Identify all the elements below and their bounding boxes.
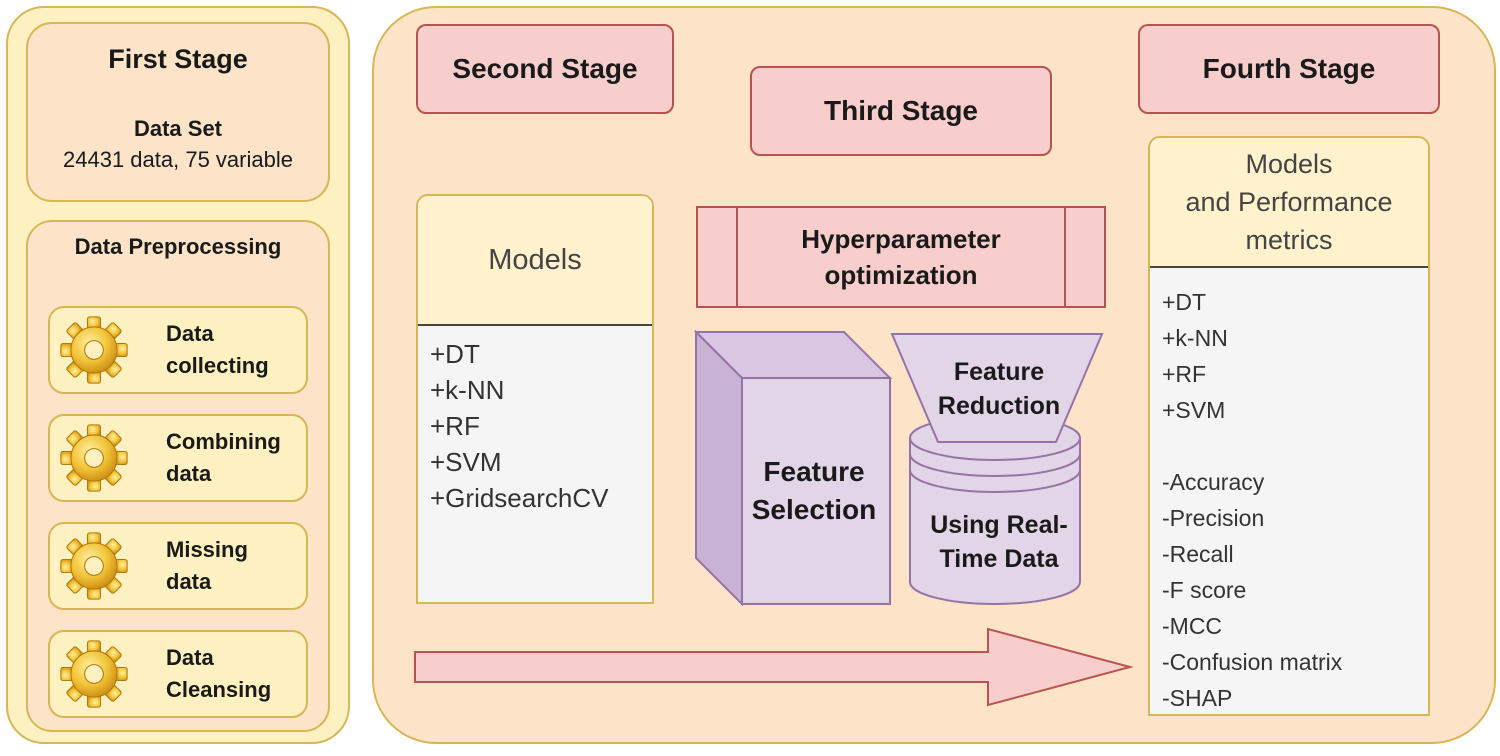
metrics-card-title: Models and Performance metrics (1150, 138, 1428, 268)
process-divider (1064, 208, 1066, 306)
dataset-description: 24431 data, 75 variable (63, 147, 293, 172)
list-item: +RF (1162, 361, 1207, 387)
feature-reduction-funnel (890, 333, 1104, 443)
list-item: +RF (430, 411, 480, 441)
flow-arrow (414, 627, 1134, 707)
feature-selection-cube (694, 330, 893, 607)
fourth-stage-title: Fourth Stage (1138, 24, 1440, 114)
metrics-models-list: +DT +k-NN +RF +SVM (1162, 284, 1228, 428)
feature-shapes (694, 330, 1104, 607)
list-item: -Precision (1162, 505, 1265, 531)
gear-icon (58, 638, 130, 710)
models-card-title: Models (418, 196, 652, 326)
list-item: -MCC (1162, 613, 1223, 639)
list-item: +GridsearchCV (430, 483, 609, 513)
list-item: -Confusion matrix (1162, 649, 1343, 675)
list-item: -SHAP (1162, 685, 1233, 711)
list-item: +k-NN (430, 375, 505, 405)
list-item: +SVM (430, 447, 502, 477)
list-item: -F score (1162, 577, 1247, 603)
models-list: +DT +k-NN +RF +SVM +GridsearchCV (430, 336, 608, 516)
gear-icon (58, 422, 130, 494)
first-stage-title: First Stage (108, 44, 248, 74)
list-item: +DT (430, 339, 480, 369)
models-and-metrics-card: Models and Performance metrics +DT +k-NN… (1148, 136, 1430, 716)
real-time-data-label: Using Real-Time Data (930, 511, 1068, 573)
third-stage-title: Third Stage (750, 66, 1052, 156)
list-item: -Recall (1162, 541, 1234, 567)
list-item: +k-NN (1162, 325, 1228, 351)
list-item: +DT (1162, 289, 1207, 315)
list-item: -Accuracy (1162, 469, 1265, 495)
performance-metrics-list: -Accuracy -Precision -Recall -F score -M… (1162, 464, 1343, 714)
process-divider (736, 208, 738, 306)
first-stage-header-box (26, 22, 330, 202)
second-stage-title: Second Stage (416, 24, 674, 114)
dataset-label: Data Set (133, 116, 223, 141)
data-preprocessing-title: Data Preprocessing (74, 234, 282, 259)
models-card: Models +DT +k-NN +RF +SVM +GridsearchCV (416, 194, 654, 604)
gear-icon (58, 530, 130, 602)
list-item: +SVM (1162, 397, 1226, 423)
gear-icon (58, 314, 130, 386)
